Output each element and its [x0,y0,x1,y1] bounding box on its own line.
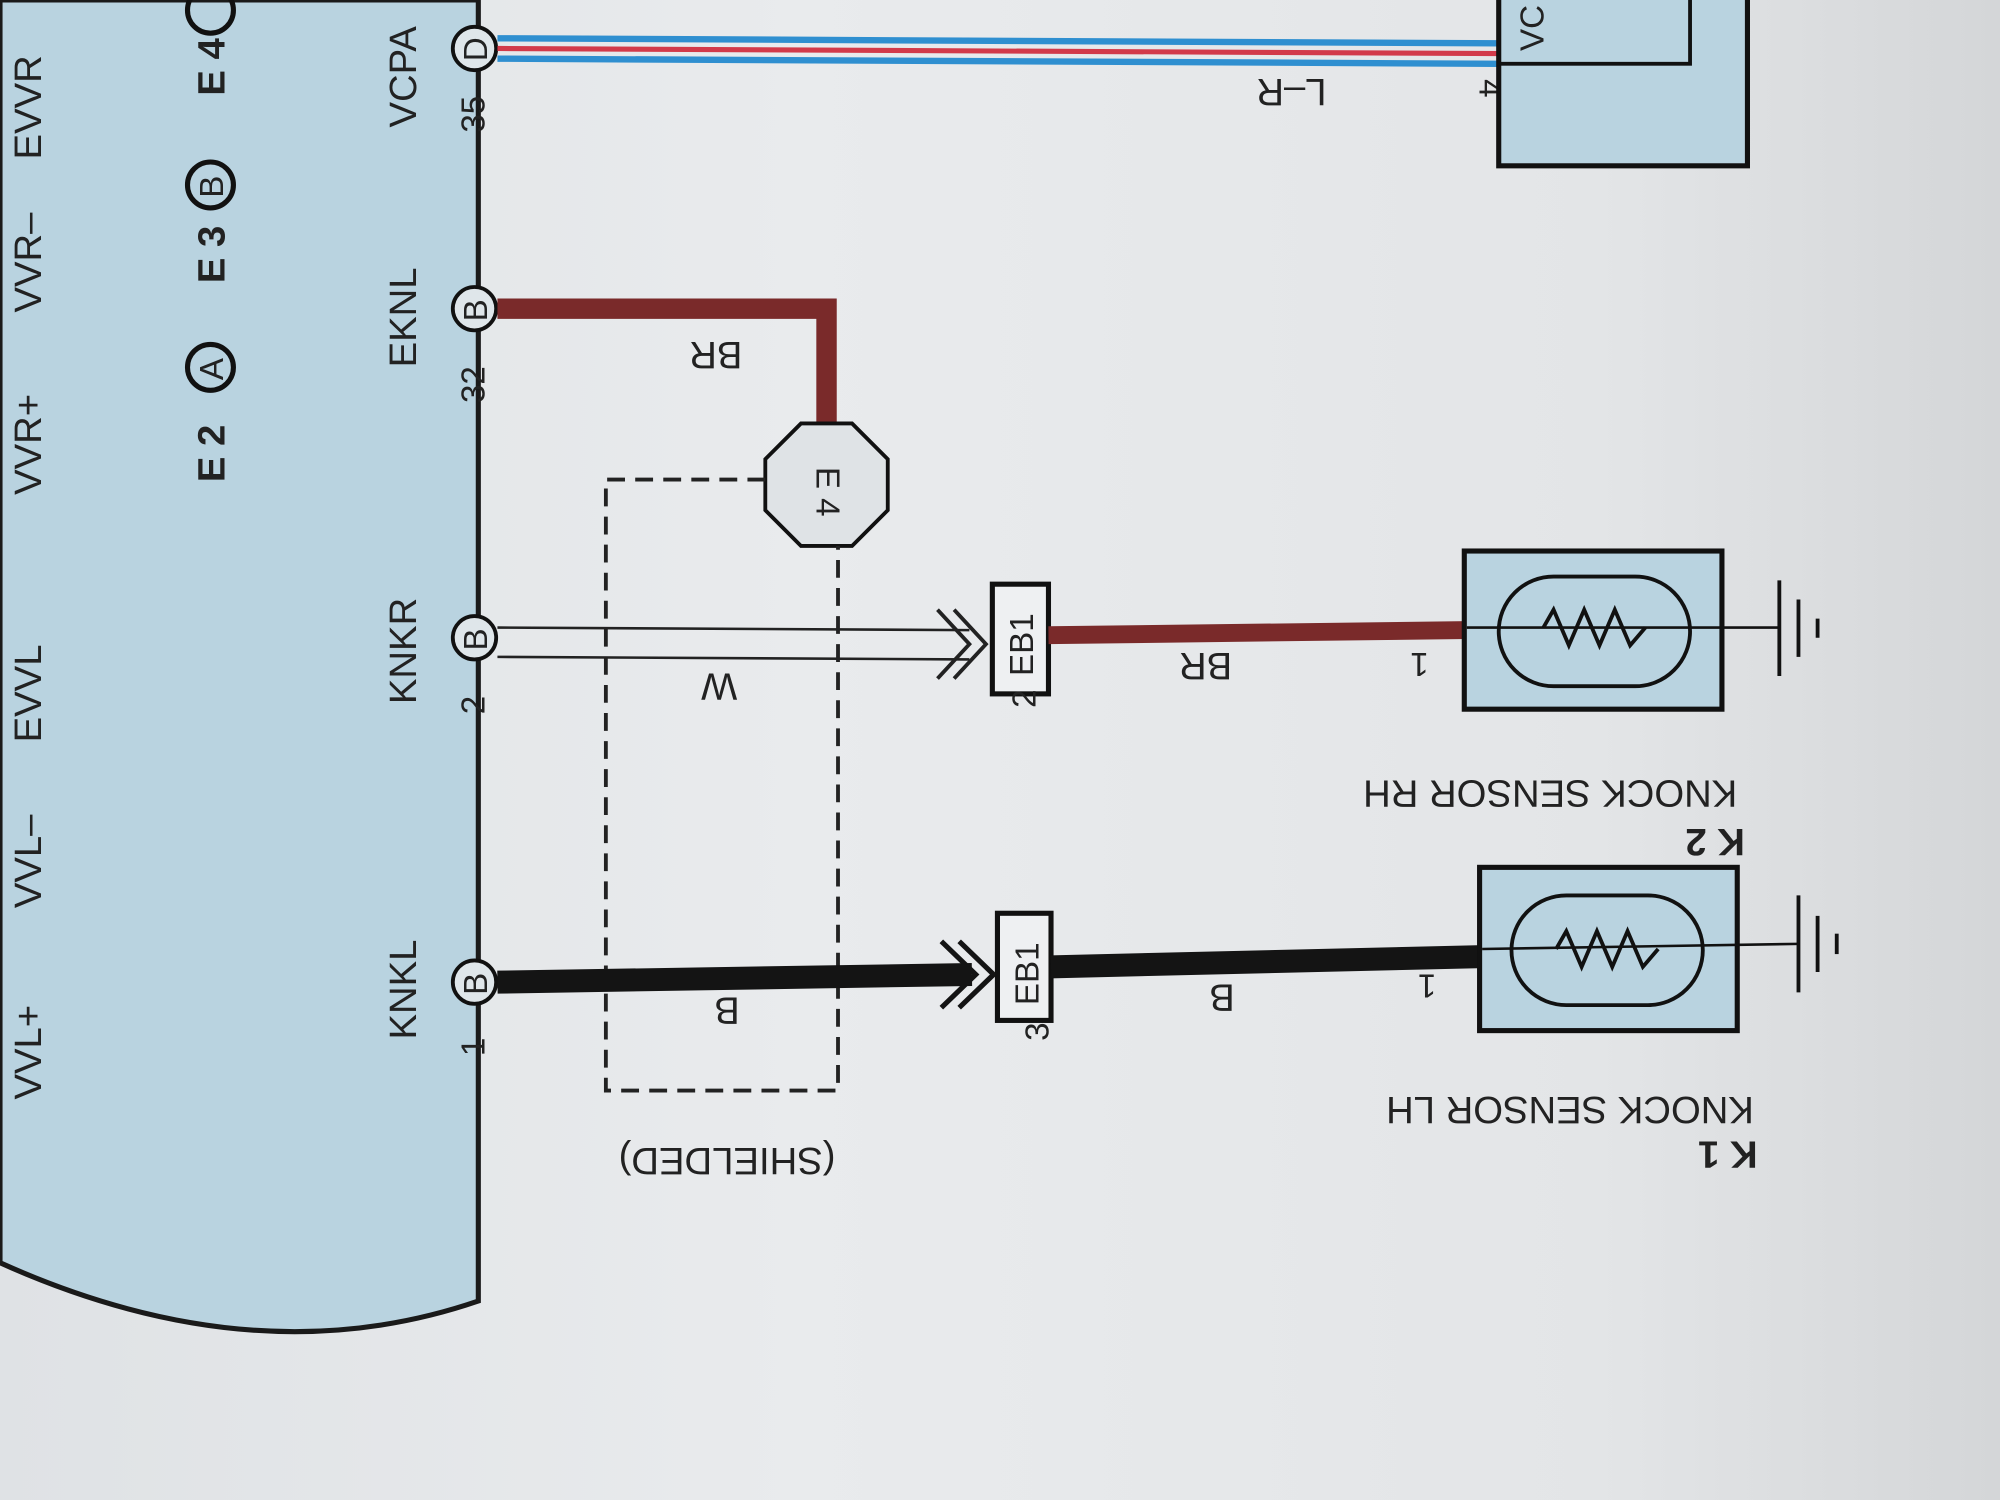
svg-text:KNKL: KNKL [382,940,425,1040]
ecu-top-signals: VVL+ VVL– EVVL VVR+ VVR– EVVR [7,55,50,1099]
ground-point-e4: E 4 [763,421,890,548]
signal-label: VVL+ [7,1005,50,1100]
svg-text:B: B [458,973,495,995]
svg-text:B: B [194,176,231,198]
svg-text:B: B [458,299,495,321]
svg-text:D: D [458,37,495,61]
svg-text:BR: BR [1179,644,1232,687]
signal-label: VVR– [7,212,50,313]
wire-vcpa: L–R 4 [497,35,1509,113]
shield: (SHIELDED) [603,477,840,1182]
svg-text:K 2: K 2 [1685,820,1745,863]
svg-text:VC: VC [1514,5,1551,51]
svg-text:35: 35 [456,96,493,133]
signal-label: VVL– [7,814,50,908]
svg-text:32: 32 [456,366,493,403]
wire-knkr: W [497,608,989,707]
svg-text:W: W [701,664,737,707]
signal-label: EVVR [7,55,50,159]
svg-text:VCPA: VCPA [382,26,425,128]
svg-text:L–R: L–R [1256,70,1326,113]
junction-eb1-knkl: EB1 3 [994,910,1056,1041]
svg-text:B: B [458,628,495,650]
svg-text:B: B [714,988,740,1031]
svg-text:1: 1 [1410,645,1428,682]
svg-text:2: 2 [1007,689,1044,707]
svg-text:E 4: E 4 [190,38,233,96]
junction-eb1-knkr: EB1 2 [989,581,1052,708]
svg-text:KNOCK SENSOR LH: KNOCK SENSOR LH [1386,1088,1754,1131]
wire-knkl: B [497,939,998,1031]
wire-knkl-b: B [1050,945,1483,1019]
ecu-pin-vcpa: VCPA 35 D [382,24,499,133]
vcpa-component: VC [1496,0,1750,169]
svg-text:1: 1 [1418,966,1436,1003]
svg-text:2: 2 [456,696,493,714]
wire-eknl: BR [497,298,837,424]
signal-label: EVVL [7,645,50,743]
ecu-block [0,0,481,1335]
knock-sensor-rh: 1 KNOCK SENSOR RH K 2 [1363,548,1820,863]
svg-text:K 1: K 1 [1698,1133,1758,1176]
svg-text:KNOCK SENSOR RH: KNOCK SENSOR RH [1363,772,1737,815]
signal-label: VVR+ [7,394,50,495]
connector-reference: E 2 A E 3 B E 4 [184,0,236,482]
svg-text:EB1: EB1 [1004,613,1041,676]
svg-text:BR: BR [689,333,742,376]
svg-text:EB1: EB1 [1009,942,1046,1005]
svg-text:B: B [1209,976,1235,1019]
ecu-pin-knkl: KNKL 1 B [382,940,499,1056]
svg-text:A: A [194,357,231,380]
ground-icon [1796,895,1839,993]
ecu-pin-eknl: EKNL 32 B [382,267,499,403]
knock-sensor-lh: 1 KNOCK SENSOR LH K 1 [1386,864,1839,1176]
svg-text:EKNL: EKNL [382,267,425,367]
wire-knkr-br: BR [1048,621,1467,687]
svg-text:E 2: E 2 [190,425,233,482]
svg-text:1: 1 [456,1038,493,1056]
svg-text:E 3: E 3 [190,226,233,283]
svg-text:3: 3 [1019,1022,1056,1040]
ground-icon [1777,580,1820,677]
svg-text:KNKR: KNKR [382,598,425,704]
svg-text:(SHIELDED): (SHIELDED) [619,1139,836,1182]
ecu-pin-knkr: KNKR 2 B [382,598,499,714]
svg-text:E 4: E 4 [808,467,845,517]
